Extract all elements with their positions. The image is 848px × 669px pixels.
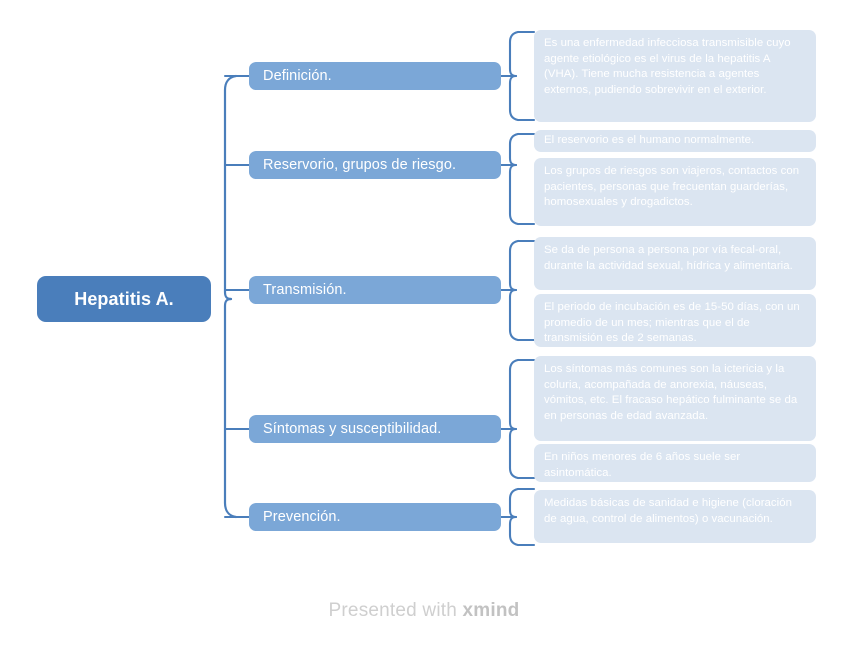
detail-box[interactable]: El periodo de incubación es de 15-50 día… xyxy=(534,294,816,347)
branch-node-definicion[interactable]: Definición. xyxy=(249,62,501,90)
branch-node-label: Transmisión. xyxy=(263,282,347,298)
detail-box-text: El periodo de incubación es de 15-50 día… xyxy=(544,301,800,345)
detail-box[interactable]: Los grupos de riesgos son viajeros, cont… xyxy=(534,158,816,226)
root-node-label: Hepatitis A. xyxy=(74,288,174,309)
detail-box[interactable]: Los síntomas más comunes son la icterici… xyxy=(534,356,816,441)
detail-box-text: En niños menores de 6 años suele ser asi… xyxy=(544,451,741,479)
xmind-logo-text: xmind xyxy=(462,600,520,621)
detail-box-text: Se da de persona a persona por vía fecal… xyxy=(544,244,793,272)
detail-box-text: Los síntomas más comunes son la icterici… xyxy=(544,363,798,422)
footer-branding: Presented with xmind xyxy=(0,600,848,622)
detail-box-text: Es una enfermedad infecciosa transmisibl… xyxy=(544,37,791,96)
branch-node-label: Definición. xyxy=(263,68,332,84)
branch-node-label: Reservorio, grupos de riesgo. xyxy=(263,157,457,173)
detail-box-text: El reservorio es el humano normalmente. xyxy=(544,134,755,146)
root-node[interactable]: Hepatitis A. xyxy=(37,276,211,322)
footer-prefix: Presented with xyxy=(328,600,463,621)
branch-node-prevencion[interactable]: Prevención. xyxy=(249,503,501,531)
detail-box-text: Los grupos de riesgos son viajeros, cont… xyxy=(544,165,800,209)
branch-node-reservorio[interactable]: Reservorio, grupos de riesgo. xyxy=(249,151,501,179)
detail-box-text: Medidas básicas de sanidad e higiene (cl… xyxy=(544,497,793,525)
detail-box[interactable]: Se da de persona a persona por vía fecal… xyxy=(534,237,816,290)
detail-box[interactable]: En niños menores de 6 años suele ser asi… xyxy=(534,444,816,482)
branch-node-transmision[interactable]: Transmisión. xyxy=(249,276,501,304)
branch-node-label: Síntomas y susceptibilidad. xyxy=(263,421,442,437)
detail-box[interactable]: El reservorio es el humano normalmente. xyxy=(534,130,816,152)
detail-box[interactable]: Medidas básicas de sanidad e higiene (cl… xyxy=(534,490,816,543)
branch-node-sintomas[interactable]: Síntomas y susceptibilidad. xyxy=(249,415,501,443)
branch-node-label: Prevención. xyxy=(263,509,341,525)
detail-box[interactable]: Es una enfermedad infecciosa transmisibl… xyxy=(534,30,816,122)
